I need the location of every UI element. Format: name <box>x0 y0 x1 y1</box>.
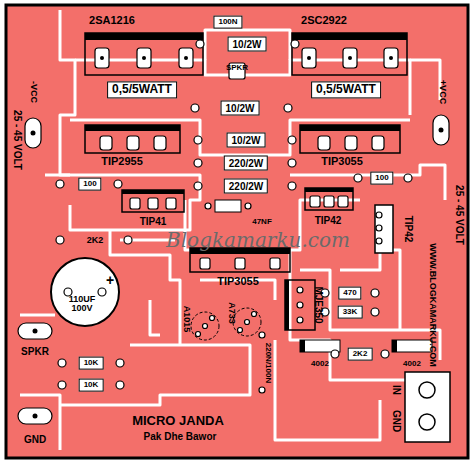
part-value: 220/2W <box>229 158 263 169</box>
resistor-body: 10K <box>79 379 104 392</box>
silkscreen-label: GND <box>391 410 402 432</box>
silkscreen-label: 2K2 <box>87 236 104 245</box>
silkscreen-label: GND <box>24 435 46 446</box>
silkscreen-label: -VCC <box>28 81 37 103</box>
part-value: 0,5/5WATT <box>316 83 376 96</box>
silkscreen-label: 110UF 100V <box>64 295 100 314</box>
resistor-body: 10/2W <box>227 133 266 148</box>
silkscreen-label: TIP42 <box>403 216 414 243</box>
silkscreen-label: TIP2955 <box>101 156 143 168</box>
resistor-body: 470 <box>338 287 361 300</box>
silkscreen-label: A733 <box>226 302 235 324</box>
silkscreen-label: 2SA1216 <box>89 15 135 27</box>
silkscreen-label: TIP41 <box>140 217 167 228</box>
resistor-body: 100 <box>78 178 101 191</box>
part-value: 10/2W <box>232 135 261 146</box>
resistor-body: 10K <box>79 357 104 370</box>
trace-gaps <box>20 10 450 450</box>
silkscreen-label: SPKR <box>21 347 49 358</box>
silkscreen-label: A1015 <box>181 306 190 333</box>
resistor-body: 33K <box>338 306 363 319</box>
silkscreen-label: WWW.BLOGKAMARKU.COM <box>427 243 436 366</box>
silkscreen-label: MJE350 <box>313 286 324 323</box>
part-value: 100N <box>218 18 237 27</box>
part-value: 33K <box>343 308 358 317</box>
resistor-body: 220/2W <box>224 156 268 171</box>
silkscreen-label: SPKR <box>226 64 248 72</box>
silkscreen-label: 4002 <box>403 360 421 368</box>
part-value: 10K <box>84 359 99 368</box>
resistor-body: 100 <box>370 172 393 185</box>
resistor-body: 0,5/5WATT <box>311 81 381 98</box>
resistor-body: 0,5/5WATT <box>107 81 177 98</box>
silkscreen-label: TIP3055 <box>321 156 363 168</box>
silkscreen-label: +VCC <box>437 80 446 104</box>
part-value: 100 <box>375 174 388 183</box>
silkscreen-label: 47NF <box>252 218 272 226</box>
part-value: 10K <box>84 381 99 390</box>
resistor-body: 10/2W <box>221 101 260 116</box>
silkscreen-label: 25 - 45 VOLT <box>12 110 23 170</box>
part-value: 100 <box>83 180 96 189</box>
part-value: 10/2W <box>226 103 255 114</box>
silkscreen-label: 4002 <box>311 360 329 368</box>
silkscreen-label: 220N/100N <box>264 343 272 383</box>
resistor-body: 2K2 <box>348 348 373 361</box>
resistor-body: 220/2W <box>224 179 268 194</box>
silkscreen-label: IN <box>391 385 402 395</box>
part-value: 0,5/5WATT <box>112 83 172 96</box>
silkscreen-label: MICRO JANDA <box>132 414 224 428</box>
pad-holes <box>31 56 444 419</box>
silkscreen-label: 25 - 45 VOLT <box>454 185 465 245</box>
silkscreen-label: TIP42 <box>315 216 342 227</box>
silkscreen-label: Pak Dhe Bawor <box>144 432 217 443</box>
solder-pads <box>18 40 449 424</box>
silkscreen-label: + <box>106 273 114 288</box>
part-value: 470 <box>343 289 356 298</box>
part-value: 220/2W <box>229 181 263 192</box>
resistor-body: 100N <box>213 16 242 29</box>
part-value: 2K2 <box>353 350 368 359</box>
transistor-bodies <box>51 33 450 442</box>
silkscreen-label: TIP3055 <box>217 276 259 288</box>
watermark: Blogkamarku.com <box>166 230 350 251</box>
resistor-body: 10/2W <box>228 37 267 52</box>
part-value: 10/2W <box>233 39 262 50</box>
silkscreen-label: 2SC2922 <box>301 15 347 27</box>
